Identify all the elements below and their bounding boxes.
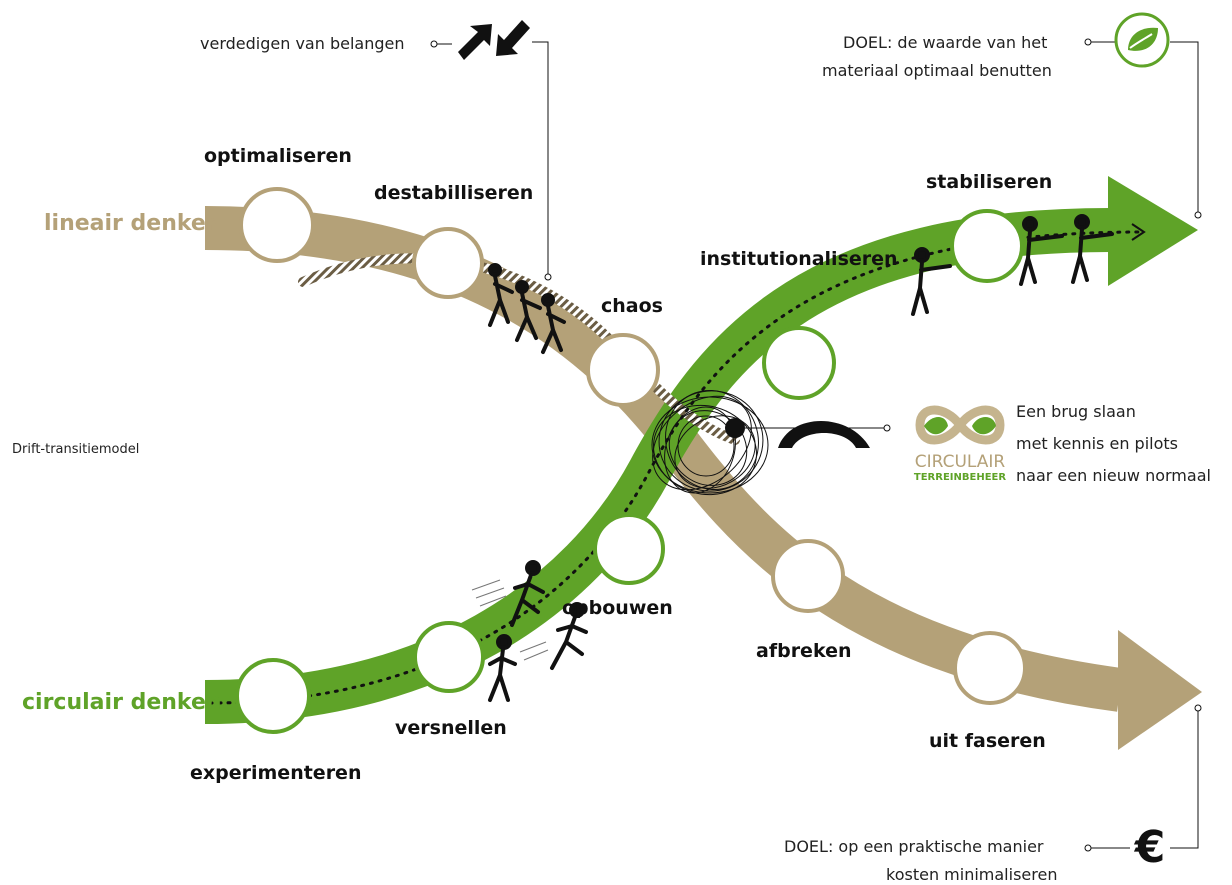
note-doel-bottom-1: DOEL: op een praktische manier bbox=[784, 837, 1044, 856]
connector-dots bbox=[430, 38, 1202, 852]
circle-versnellen bbox=[413, 621, 485, 693]
note-doel-bottom-2: kosten minimaliseren bbox=[886, 865, 1058, 884]
note-brug-1: Een brug slaan bbox=[1016, 402, 1136, 421]
circle-afbreken bbox=[771, 539, 845, 613]
track-linear-label: lineair denken bbox=[44, 211, 222, 236]
linear-arrowhead bbox=[1118, 630, 1202, 750]
circle-destabiliseren bbox=[412, 227, 484, 299]
phase-experimenteren: experimenteren bbox=[190, 762, 362, 784]
phase-chaos: chaos bbox=[601, 295, 663, 317]
euro-icon: € bbox=[1134, 822, 1166, 873]
runners-icon bbox=[488, 560, 588, 702]
logo-mark bbox=[915, 405, 1005, 445]
bridge-icon bbox=[778, 421, 870, 448]
linear-circles bbox=[239, 187, 1027, 705]
people-pulling-icon bbox=[488, 263, 566, 354]
dotted-arrow-tip bbox=[1131, 223, 1146, 241]
phase-uit-faseren: uit faseren bbox=[929, 730, 1046, 752]
circular-circles bbox=[235, 209, 1024, 734]
dotted-path bbox=[208, 230, 1142, 705]
arrows-inward-icon bbox=[458, 20, 530, 60]
circular-arrowhead bbox=[1108, 176, 1198, 286]
logo-line2: TERREINBEHEER bbox=[913, 472, 1007, 483]
note-verdedigen: verdedigen van belangen bbox=[200, 34, 405, 53]
logo-line1: CIRCULAIR bbox=[914, 452, 1006, 472]
speed-lines bbox=[471, 579, 549, 661]
connector-lines bbox=[436, 41, 1199, 849]
diagram-caption: Drift-transitiemodel bbox=[12, 442, 140, 457]
circle-experimenteren bbox=[235, 658, 311, 734]
phase-stabiliseren: stabiliseren bbox=[926, 171, 1053, 193]
note-doel-top-2: materiaal optimaal benutten bbox=[822, 61, 1052, 80]
phase-opbouwen: opbouwen bbox=[562, 597, 673, 619]
bridge-connector-dot bbox=[883, 424, 891, 432]
note-brug-3: naar een nieuw normaal bbox=[1016, 466, 1211, 485]
people-pointing-icon bbox=[911, 214, 1114, 316]
track-circular-label: circulair denken bbox=[22, 690, 222, 715]
circle-optimaliseren bbox=[239, 187, 315, 263]
phase-optimaliseren: optimaliseren bbox=[204, 145, 352, 167]
note-doel-top-1: DOEL: de waarde van het bbox=[843, 33, 1048, 52]
phase-destabiliseren: destabilliseren bbox=[374, 182, 534, 204]
chaos-center-dot bbox=[725, 418, 745, 438]
phase-institutionaliseren: institutionaliseren bbox=[700, 248, 898, 270]
note-brug-2: met kennis en pilots bbox=[1016, 434, 1178, 453]
circle-chaos bbox=[586, 333, 660, 407]
phase-versnellen: versnellen bbox=[395, 717, 507, 739]
circle-institutionaliseren bbox=[762, 326, 836, 400]
phase-afbreken: afbreken bbox=[756, 640, 852, 662]
circle-stabiliseren bbox=[950, 209, 1024, 283]
circle-uit-faseren bbox=[953, 631, 1027, 705]
circle-opbouwen bbox=[593, 513, 665, 585]
chaos-scribble bbox=[651, 389, 769, 496]
